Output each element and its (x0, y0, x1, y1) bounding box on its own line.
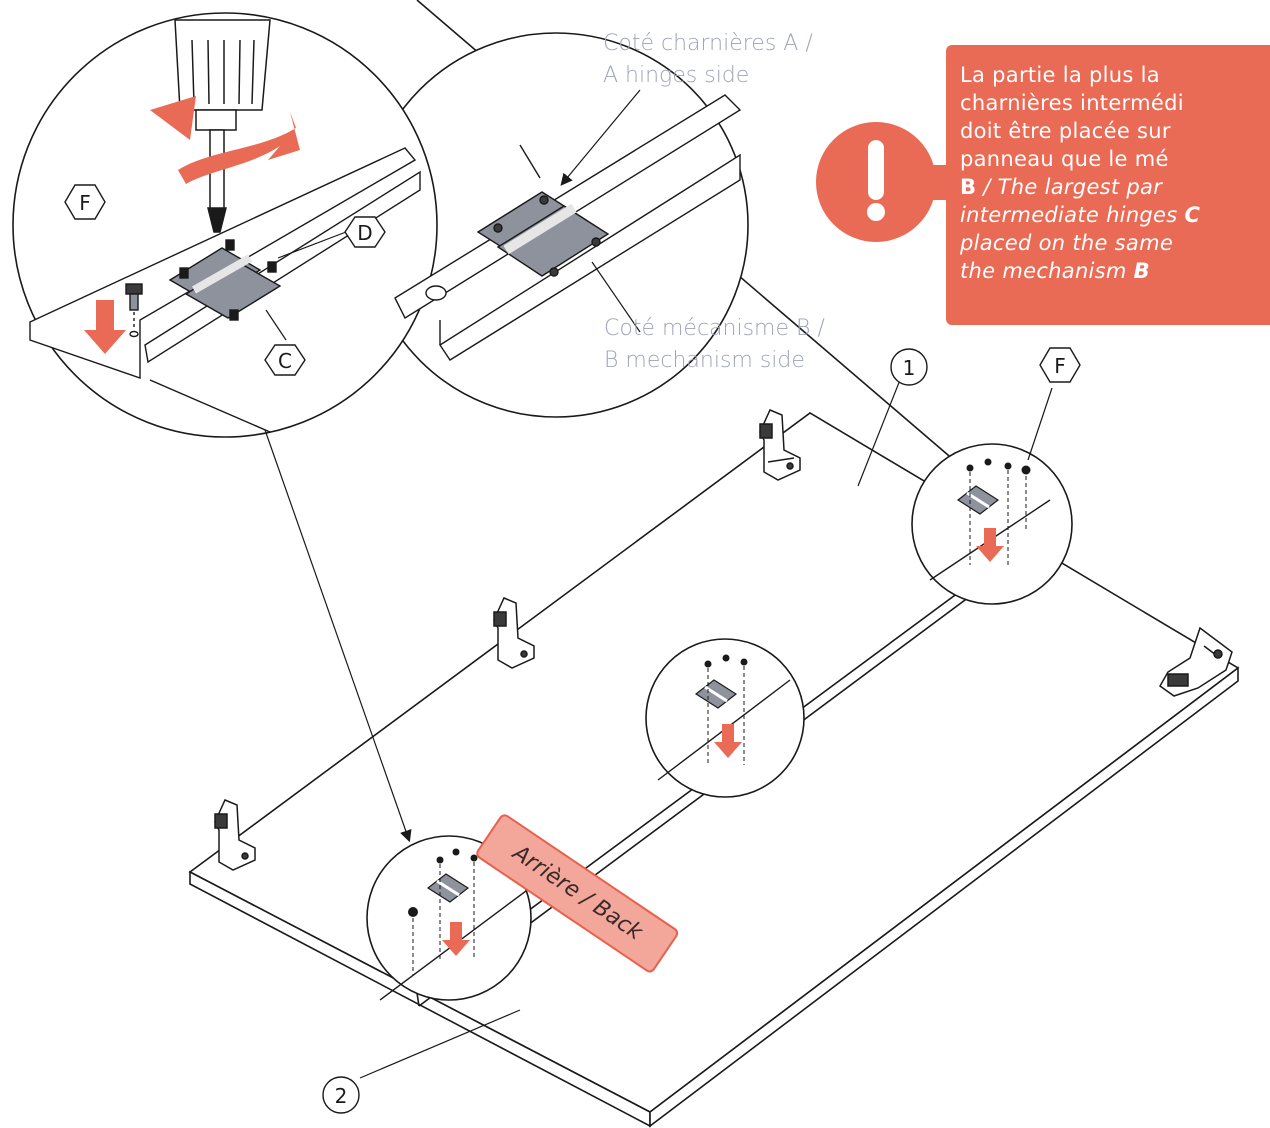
part-c-hex (264, 344, 306, 376)
rotate-arrow-icon (178, 112, 300, 184)
detail-circle-right (911, 443, 1073, 605)
hinge-c-icon (168, 239, 282, 321)
hinge-large-icon (476, 191, 610, 277)
detail-circle-middle (645, 638, 805, 798)
part-d-label: D (357, 221, 372, 245)
part-c-label: C (278, 349, 292, 373)
down-arrow-large-icon (84, 300, 126, 354)
part-1-label: 1 (903, 356, 916, 380)
warning-line-4: panneau que le mé (960, 147, 1169, 171)
warning-line-6: intermediate hinges C (960, 203, 1201, 227)
warning-line-1: La partie la plus la (960, 63, 1160, 87)
screwdriver-icon (174, 19, 271, 233)
down-arrow-icon (442, 528, 1004, 956)
hinge-icon (426, 485, 1000, 903)
detail-circles (366, 443, 1073, 1001)
warning-line-5: B / The largest par (960, 175, 1163, 199)
warning-line-7: placed on the same (960, 231, 1174, 255)
warning-line-3: doit être placée sur (960, 119, 1171, 143)
part-2-circle (322, 1076, 360, 1114)
part-f-right-hex (1039, 347, 1081, 383)
warning-box: La partie la plus la charnières interméd… (946, 45, 1270, 325)
part-f-hex (64, 184, 106, 220)
part-labels (64, 184, 1081, 1114)
part-f-label: F (79, 191, 91, 215)
mechanism-side-line-1: Coté mécanisme B / (604, 316, 825, 341)
warning-line-8: the mechanism B (960, 259, 1150, 283)
mechanism-side-note: Coté mécanisme B / B mechanism side (604, 313, 825, 377)
lift-mechanism-icon (214, 409, 1233, 871)
hinge-side-line-2: A hinges side (603, 63, 750, 88)
panel-right-edge (649, 666, 1239, 1128)
hinge-side-line-1: Coté charnières A / (603, 31, 813, 56)
warning-line-2: charnières intermédi (960, 91, 1184, 115)
part-d-hex (344, 216, 386, 248)
mechanism-side-line-2: B mechanism side (604, 348, 805, 373)
part-1-circle (890, 348, 928, 386)
part-2-label: 2 (335, 1084, 348, 1108)
detail-circle-left (366, 835, 532, 1001)
exclamation-icon (816, 122, 960, 242)
part-f-right-label: F (1054, 354, 1066, 378)
hinge-side-note: Coté charnières A / A hinges side (603, 28, 813, 92)
screw-icon (408, 458, 1031, 917)
screw-f-icon (125, 283, 143, 311)
